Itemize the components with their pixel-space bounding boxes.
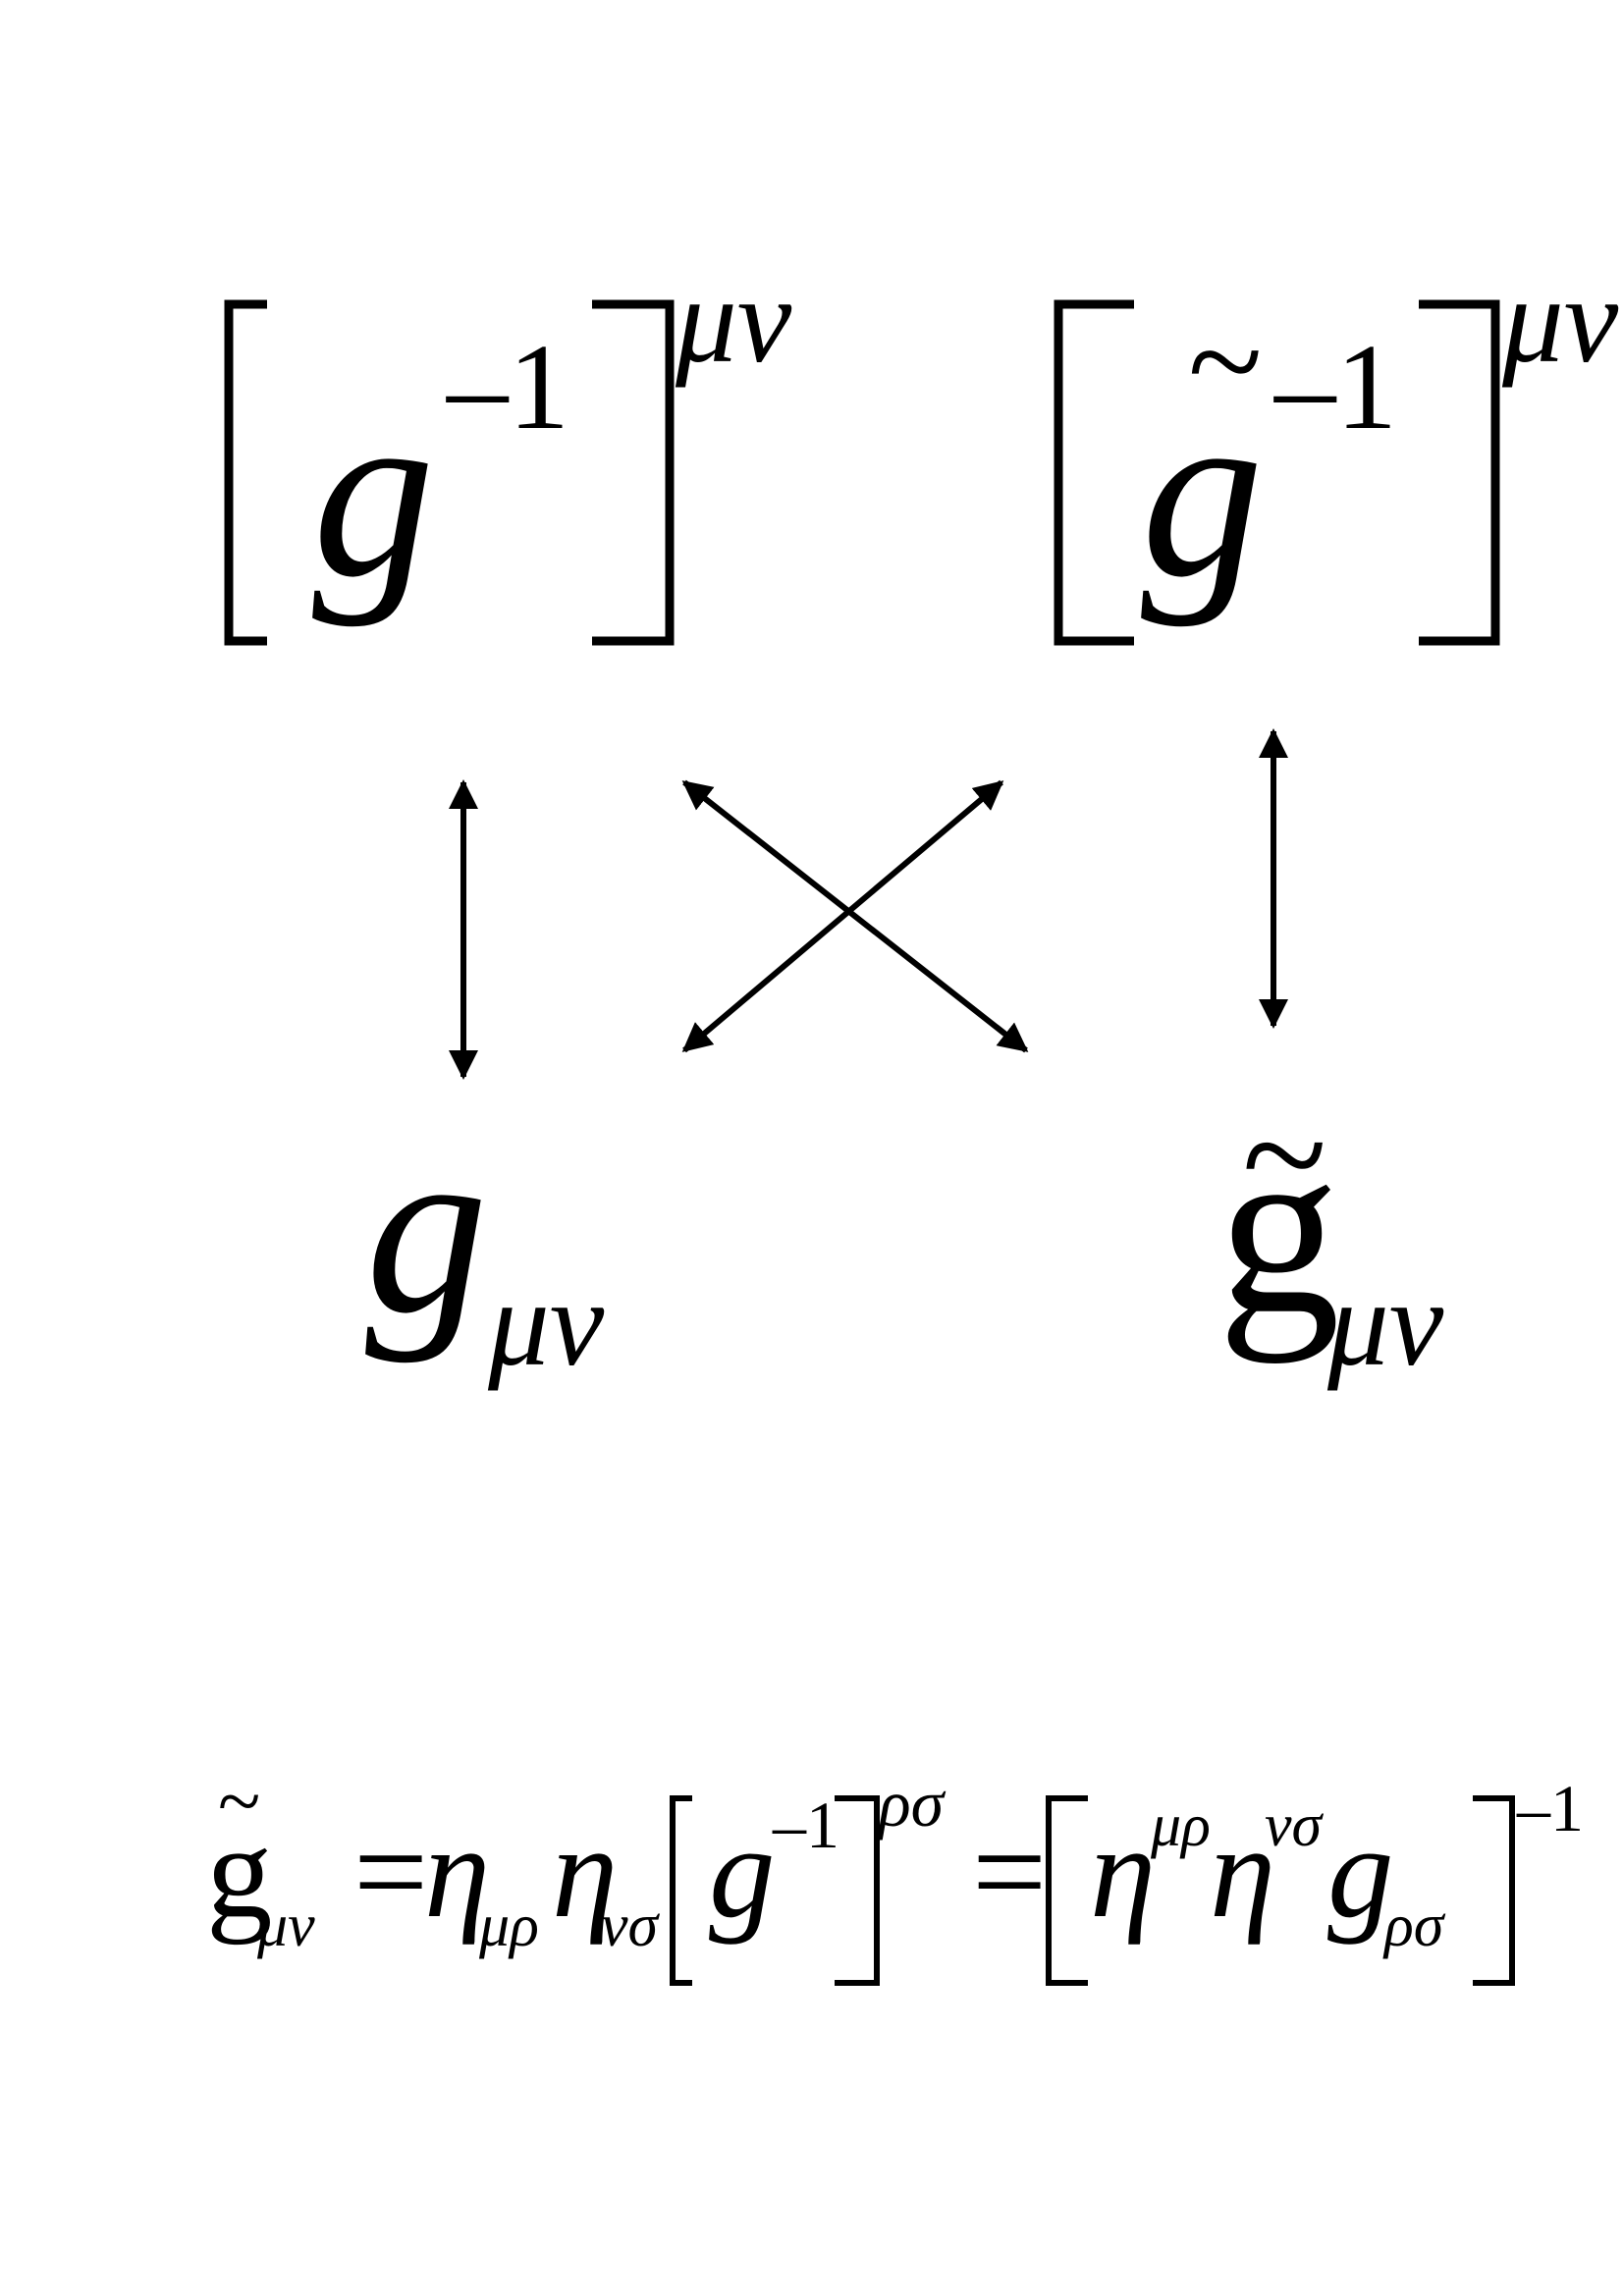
lower-indices: ρσ	[1382, 1893, 1446, 1959]
tilde-metric-expression: ~ g μν	[1217, 1067, 1444, 1392]
upper-indices: μν	[1501, 253, 1619, 389]
upper-indices: μν	[675, 253, 792, 389]
right-bracket	[1419, 299, 1500, 646]
relation-equation: ~ g μν = η μρ η νσ g –1 ρσ = η μρ η νσ g…	[206, 1759, 1584, 1986]
g-symbol: g	[312, 356, 435, 628]
eta-indices: νσ	[601, 1893, 661, 1959]
tilde-symbol: ~	[1188, 286, 1263, 438]
left-bracket	[670, 1795, 692, 1986]
g-symbol: g	[1327, 1799, 1394, 1946]
inverse-exponent: –1	[772, 1788, 839, 1862]
lhs-indices: μν	[256, 1893, 315, 1959]
inverse-exponent: –1	[1273, 320, 1397, 455]
upper-indices: ρσ	[877, 1766, 947, 1841]
tilde-inverse-metric-expression: ~ g –1 μν	[1054, 253, 1619, 646]
equals-sign: =	[353, 1799, 428, 1946]
outer-exponent: –1	[1516, 1771, 1584, 1845]
left-bracket	[1054, 299, 1134, 646]
eta-symbol: η	[1090, 1799, 1156, 1946]
lhs-g: g	[206, 1799, 273, 1946]
metric-expression: g μν	[365, 1093, 605, 1392]
eta-indices: μρ	[1150, 1792, 1211, 1859]
left-bracket	[224, 299, 267, 646]
tilde-symbol: ~	[1242, 1067, 1327, 1242]
right-bracket	[835, 1795, 880, 1986]
eta-indices: νσ	[1265, 1792, 1325, 1859]
left-bracket	[1046, 1795, 1088, 1986]
lhs-tilde: ~	[218, 1759, 260, 1845]
inverse-exponent: –1	[446, 320, 569, 455]
g-symbol: g	[365, 1093, 488, 1364]
lower-indices: μν	[1326, 1256, 1444, 1392]
g-symbol: g	[709, 1799, 776, 1946]
eta-symbol: η	[1210, 1799, 1275, 1946]
diagonal-arrow-up-right	[681, 779, 1004, 1053]
equals-sign: =	[972, 1799, 1047, 1946]
relation-arrows	[449, 728, 1288, 1080]
right-bracket	[1473, 1795, 1515, 1986]
eta-symbol: η	[424, 1799, 490, 1946]
inverse-metric-expression: g –1 μν	[224, 253, 792, 646]
right-bracket	[592, 299, 675, 646]
eta-symbol: η	[552, 1799, 618, 1946]
lower-indices: μν	[487, 1256, 605, 1392]
eta-indices: μρ	[478, 1893, 539, 1959]
g-symbol: g	[1217, 1093, 1340, 1364]
g-symbol: g	[1141, 356, 1264, 628]
